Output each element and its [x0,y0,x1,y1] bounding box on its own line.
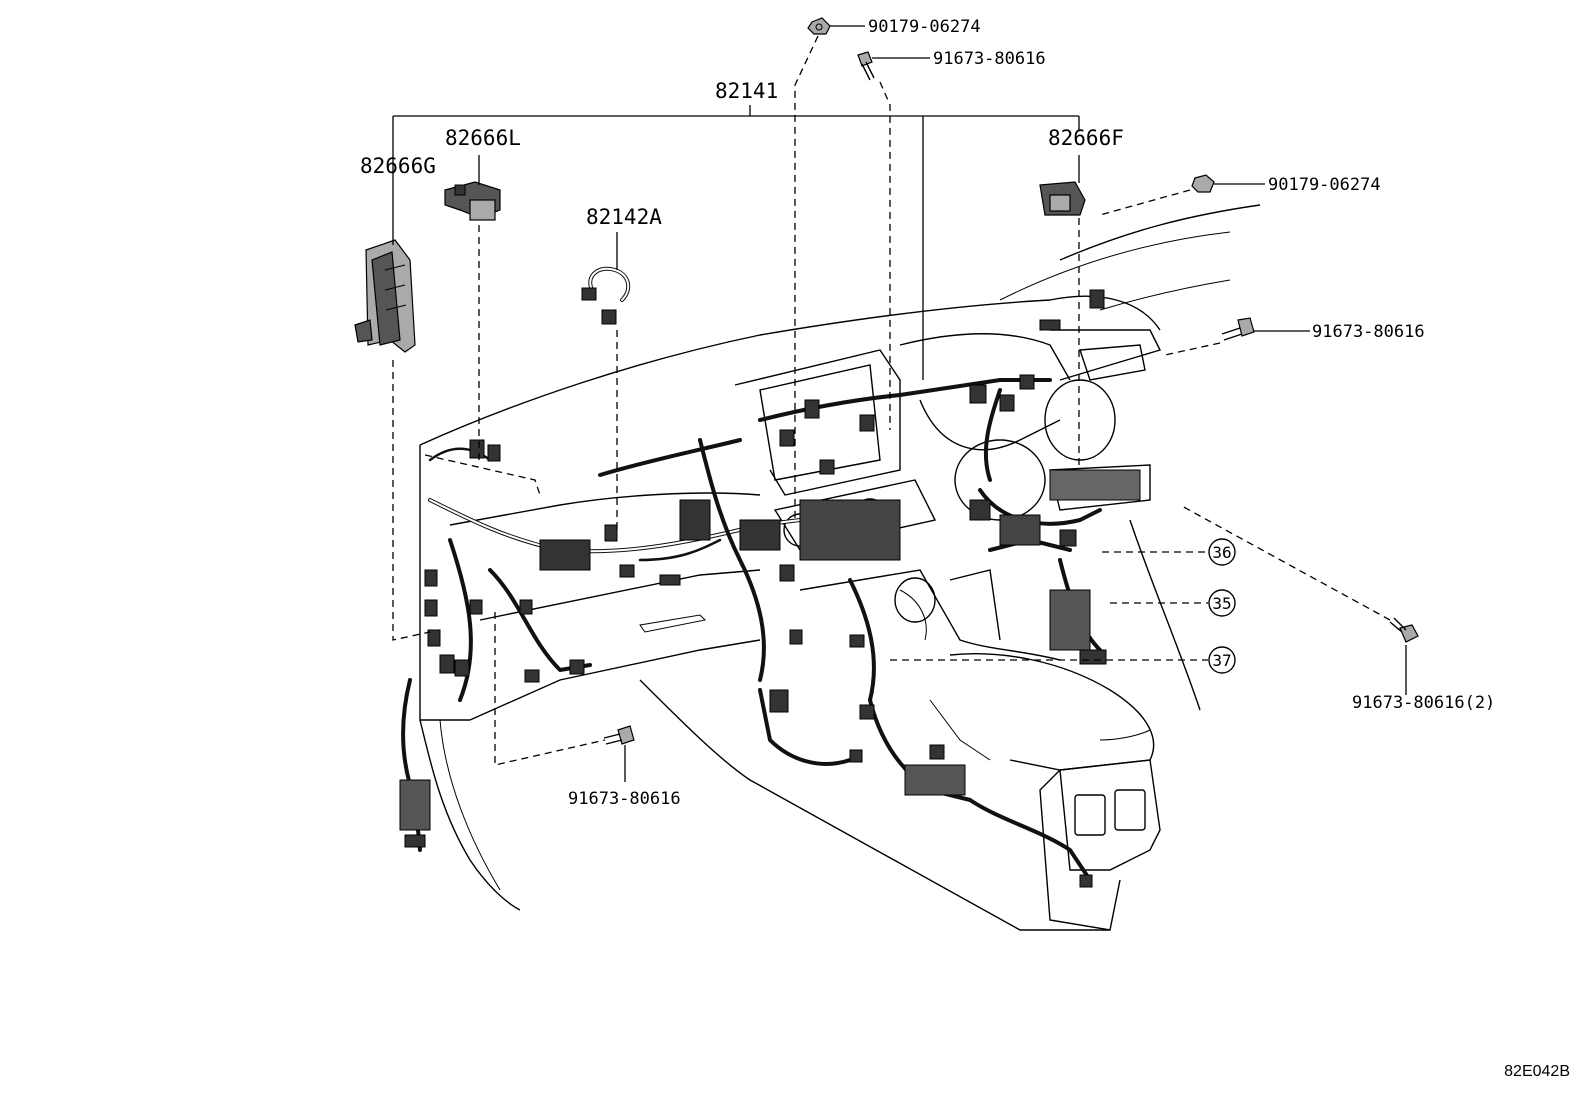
svg-text:37: 37 [1212,651,1231,670]
callout-37: 37 [1208,646,1236,674]
bolt-right-part [1221,317,1255,341]
label-82666f: 82666F [1048,126,1124,150]
callout-35: 35 [1208,589,1236,617]
label-82141: 82141 [715,79,778,103]
label-bolt-top: 91673-80616 [933,49,1046,69]
sub-harness-82142a-part [581,266,631,325]
diagram-reference-code: 82E042B [1504,1063,1570,1080]
bolt-bottom-left-part [603,725,635,745]
leader-lines [392,25,1407,782]
label-82666l: 82666L [445,126,521,150]
bracket-82666f-part [1039,181,1086,216]
label-clip-right: 90179-06274 [1268,175,1381,195]
installation-dashed-lines [392,35,1391,766]
bracket-82666g-part [354,239,416,353]
clip-right-part [1191,174,1215,193]
label-bolt-bottom-right: 91673-80616(2) [1352,693,1495,713]
bolt-top-part [857,51,875,81]
label-bolt-bottom-left: 91673-80616 [568,789,681,809]
label-82142a: 82142A [586,205,662,229]
callout-36: 36 [1208,538,1236,566]
dashboard-outline [419,204,1261,931]
svg-text:35: 35 [1212,594,1231,613]
label-bolt-right: 91673-80616 [1312,322,1425,342]
harness-connectors [399,289,1141,888]
bracket-82666l-part [444,181,501,221]
bolt-bottom-right-part [1389,617,1419,643]
main-wire-harness [401,378,1102,882]
label-clip-top: 90179-06274 [868,17,981,37]
clip-top-part [807,17,831,35]
svg-text:36: 36 [1212,543,1231,562]
label-82666g: 82666G [360,154,436,178]
